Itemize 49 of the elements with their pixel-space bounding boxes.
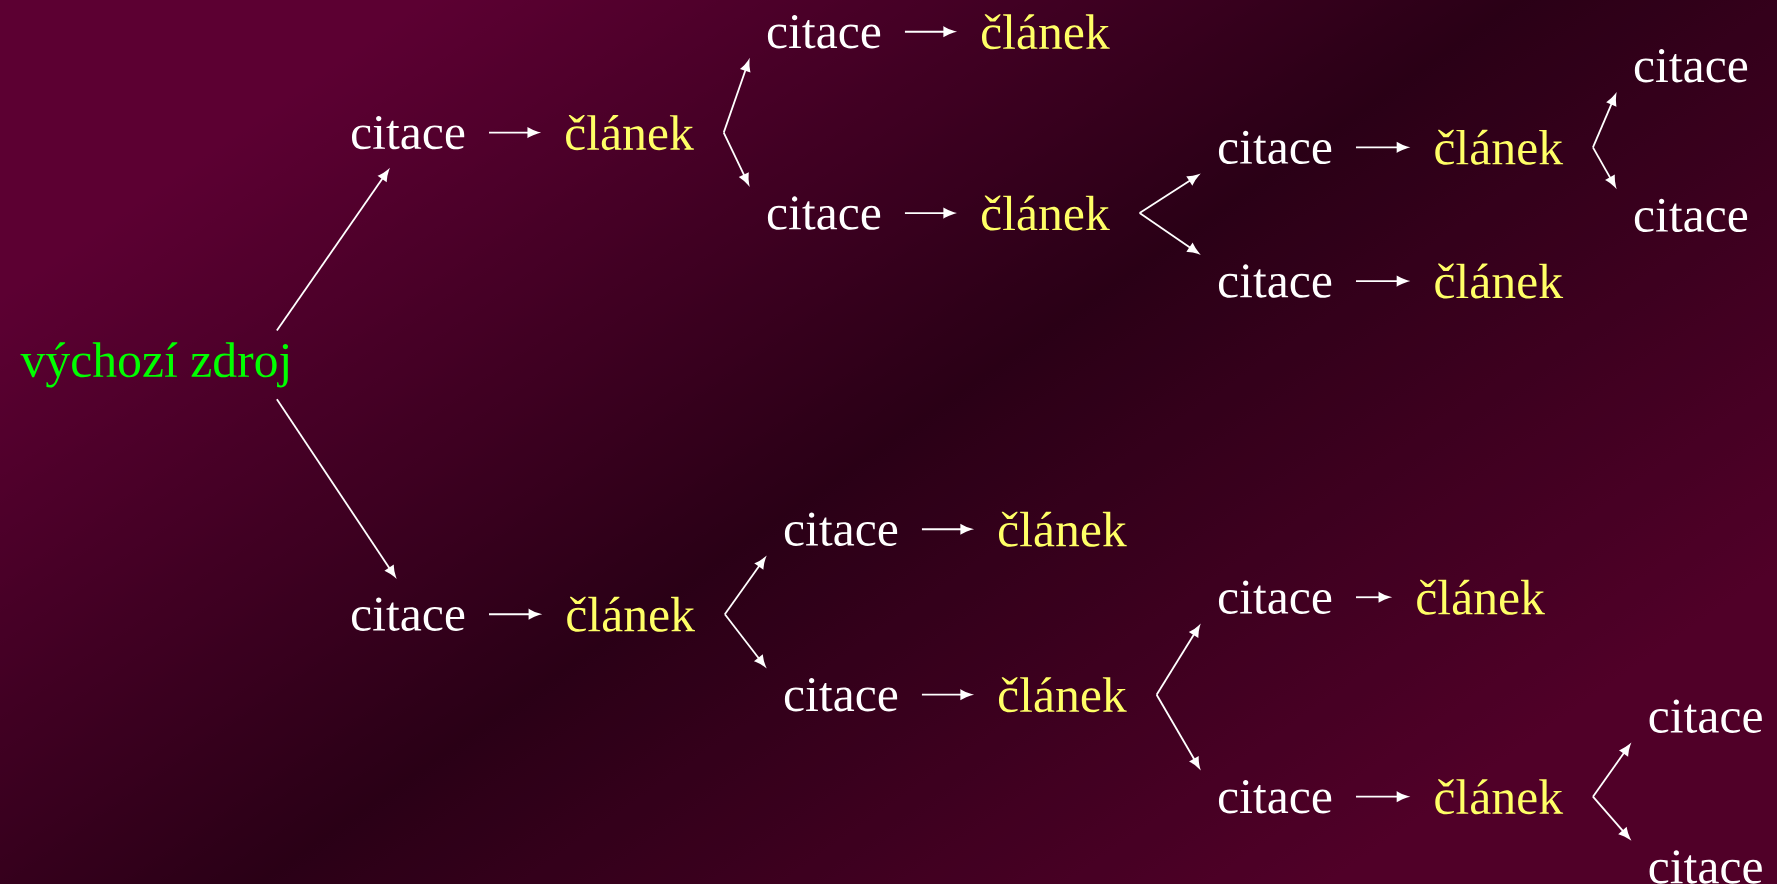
label-text: citace	[1634, 198, 1748, 233]
label-text: výchozí zdroj	[20, 342, 289, 388]
label-text: citace	[767, 196, 881, 230]
arrow	[1592, 146, 1616, 188]
label-text: citace	[1634, 49, 1748, 83]
label-text: citace	[1218, 780, 1332, 814]
arrow	[1138, 212, 1199, 254]
arrow	[1355, 276, 1408, 286]
label-text: citace	[767, 15, 881, 49]
label-text: článek	[1435, 263, 1564, 299]
label-text: citace	[1649, 699, 1762, 733]
arrow	[904, 208, 955, 218]
arrow	[1355, 142, 1408, 153]
label-text: citace	[351, 115, 465, 150]
label-text: článek	[998, 677, 1127, 713]
arrow	[921, 524, 972, 535]
label-text: citace	[784, 512, 898, 546]
label-text: článek	[998, 511, 1127, 547]
label-text: citace	[1649, 850, 1762, 884]
label-text: citace	[1218, 264, 1332, 298]
arrow	[723, 557, 766, 616]
arrow	[275, 169, 389, 332]
arrow	[1155, 625, 1200, 696]
arrow	[1355, 791, 1408, 802]
label-text: článek	[1435, 779, 1564, 815]
arrow	[1155, 693, 1200, 769]
arrow	[722, 131, 750, 185]
label-text: článek	[981, 195, 1110, 231]
label-text: článek	[981, 14, 1110, 50]
arrow	[1592, 795, 1631, 840]
label-text: citace	[784, 678, 898, 712]
label-text: článek	[567, 596, 695, 632]
arrow	[921, 689, 972, 700]
arrow	[723, 613, 766, 667]
arrow	[1592, 744, 1631, 798]
arrow	[275, 398, 396, 578]
arrow	[488, 127, 539, 138]
arrow	[722, 60, 751, 134]
label-text: citace	[1218, 130, 1332, 165]
label-text: citace	[351, 597, 465, 631]
arrow	[1138, 174, 1199, 214]
label-text: článek	[566, 115, 694, 151]
label-text: článek	[1417, 579, 1545, 615]
arrow	[1592, 94, 1617, 149]
arrow	[904, 26, 955, 37]
label-text: citace	[1218, 580, 1332, 614]
arrow	[1355, 592, 1390, 603]
label-text: článek	[1435, 129, 1564, 165]
arrow	[488, 609, 540, 620]
